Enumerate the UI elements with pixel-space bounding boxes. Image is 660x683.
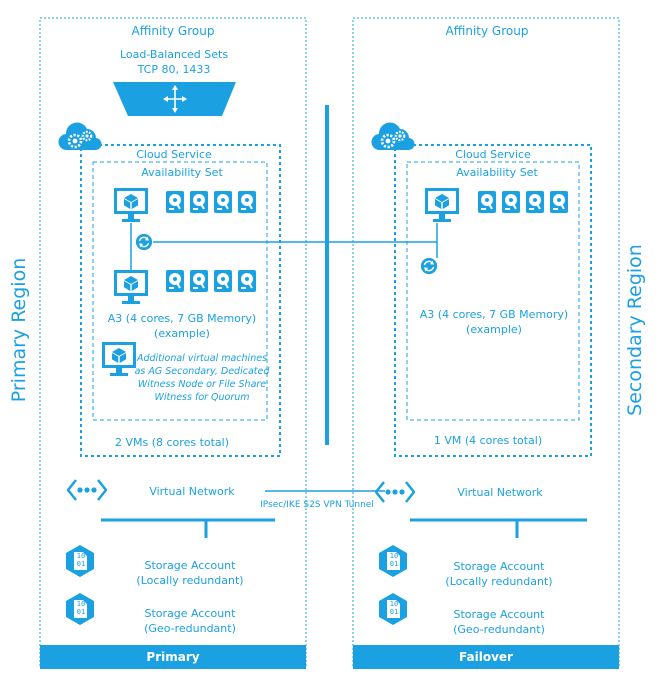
secondary-vm-spec-line1: A3 (4 cores, 7 GB Memory) (420, 308, 568, 321)
secondary-virtual-network-label: Virtual Network (457, 486, 543, 499)
primary-vm-spec-line1: A3 (4 cores, 7 GB Memory) (108, 312, 256, 325)
secondary-cloud-service-box (394, 144, 592, 457)
primary-affinity-group-label: Affinity Group (132, 24, 215, 38)
primary-vm1-disk1-icon (166, 191, 184, 213)
additional-vm-icon (102, 342, 136, 376)
secondary-storage1-line2: (Locally redundant) (445, 575, 552, 588)
secondary-affinity-group-label: Affinity Group (446, 24, 529, 38)
primary-vm1-disk2-icon (190, 191, 208, 213)
secondary-region-label: Secondary Region (624, 244, 646, 416)
primary-vm1-disk3-icon (214, 191, 232, 213)
secondary-storage1-glyph-top: 10 (390, 552, 398, 560)
secondary-network-icon (375, 480, 415, 504)
primary-virtual-network-label: Virtual Network (149, 485, 235, 498)
secondary-footer-bar (353, 645, 619, 669)
secondary-storage2-line1: Storage Account (454, 608, 546, 621)
primary-sync-icon (135, 233, 153, 251)
primary-storage2-glyph-bottom: 01 (77, 608, 85, 616)
additional-vms-line2: as AG Secondary, Dedicated (135, 366, 271, 377)
secondary-vm-disk3-icon (526, 191, 544, 213)
primary-storage1-line1: Storage Account (145, 559, 237, 572)
primary-storage2-glyph-top: 10 (77, 600, 85, 608)
primary-cloud-service-box (80, 144, 281, 457)
secondary-storage1-line1: Storage Account (454, 560, 546, 573)
primary-network-icon (67, 478, 107, 502)
primary-storage1-line2: (Locally redundant) (136, 574, 243, 587)
additional-vms-line3: Witness Node or File Share (138, 379, 266, 390)
primary-vm2-disk4-icon (238, 270, 256, 292)
secondary-vm-disk2-icon (502, 191, 520, 213)
secondary-vm-disk1-icon (478, 191, 496, 213)
primary-vm2-disk3-icon (214, 270, 232, 292)
primary-vm2-icon (114, 270, 148, 304)
primary-storage1-glyph-bottom: 01 (77, 560, 85, 568)
primary-storage2-line1: Storage Account (145, 607, 237, 620)
primary-vm-spec-line2: (example) (154, 327, 210, 340)
primary-storage2-line2: (Geo-redundant) (144, 622, 236, 635)
load-balancer-icon (113, 82, 236, 116)
primary-vm1-disk4-icon (238, 191, 256, 213)
primary-footer-label: Primary (146, 650, 199, 664)
secondary-storage2-glyph-bottom: 01 (390, 608, 398, 616)
secondary-storage2-line2: (Geo-redundant) (453, 623, 545, 636)
primary-vm2-disk2-icon (190, 270, 208, 292)
primary-vm1-icon (114, 188, 148, 222)
lb-ports: TCP 80, 1433 (137, 63, 211, 76)
secondary-availability-set-box (406, 161, 580, 421)
primary-storage1-glyph-top: 10 (77, 552, 85, 560)
secondary-footer-label: Failover (459, 650, 513, 664)
additional-vms-line4: Witness for Quorum (154, 392, 249, 403)
secondary-vm-count: 1 VM (4 cores total) (434, 434, 542, 447)
secondary-storage1-glyph-bottom: 01 (390, 560, 398, 568)
primary-vm2-disk1-icon (166, 270, 184, 292)
primary-availability-set-box (92, 161, 268, 421)
secondary-storage2-glyph-top: 10 (390, 600, 398, 608)
secondary-sync-icon (420, 257, 438, 275)
primary-vm-count: 2 VMs (8 cores total) (115, 436, 229, 449)
primary-cloud-service-label: Cloud Service (136, 148, 212, 161)
primary-region-label: Primary Region (8, 258, 30, 403)
primary-availability-set-label: Availability Set (141, 166, 223, 179)
additional-vms-line1: Additional virtual machines (136, 353, 267, 364)
secondary-vm-spec-line2: (example) (466, 323, 522, 336)
vpn-tunnel-label: IPsec/IKE S2S VPN Tunnel (260, 500, 374, 510)
secondary-vm-disk4-icon (550, 191, 568, 213)
primary-footer-bar (40, 645, 306, 669)
secondary-availability-set-label: Availability Set (456, 166, 538, 179)
secondary-vm-icon (425, 188, 459, 222)
lb-title: Load-Balanced Sets (120, 48, 228, 61)
secondary-cloud-service-label: Cloud Service (455, 148, 531, 161)
